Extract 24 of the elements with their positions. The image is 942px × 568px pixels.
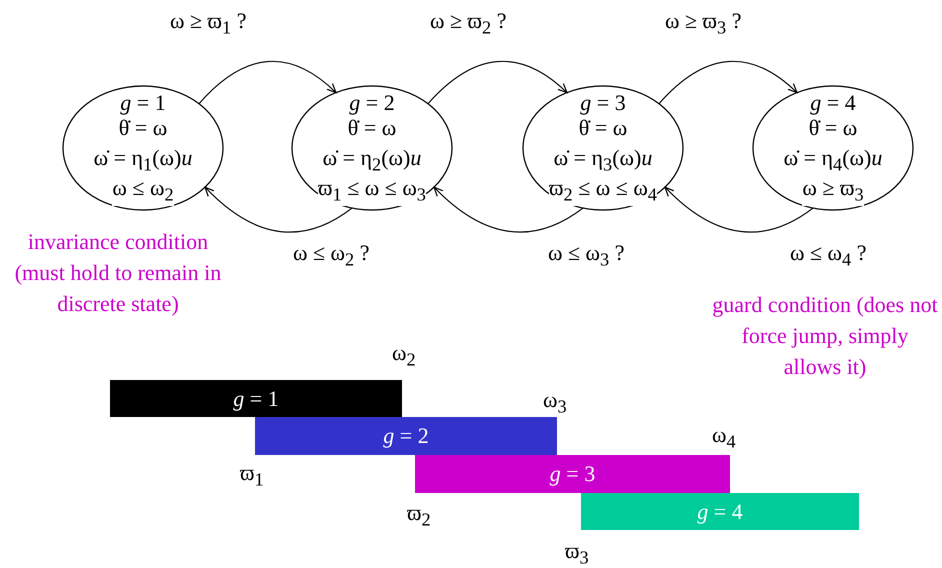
transition-arrow: [658, 61, 798, 104]
bar-label: g = 2: [383, 423, 429, 449]
threshold-label: ω$_{3}$: [543, 387, 567, 418]
transition-arrow: [664, 186, 814, 233]
state-ellipse: [62, 85, 224, 211]
transition-arrow: [428, 61, 568, 104]
threshold-label: ω$_{2}$: [392, 340, 416, 370]
bar-label: g = 4: [697, 498, 743, 524]
threshold-label: ω$_{4}$: [712, 422, 736, 452]
range-bar: [110, 380, 402, 417]
range-bar: [581, 493, 859, 530]
annotation-note: invariance condition (must hold to remain in discrete state): [14, 228, 222, 318]
bar-label: g = 3: [550, 461, 596, 487]
threshold-label: ϖ$_{3}$: [565, 538, 589, 568]
range-bar: [415, 455, 730, 493]
annotation-note: guard condition (does not force jump, simply allows it): [712, 291, 938, 381]
transition-arrow: [204, 186, 352, 233]
transition-arrow: [433, 186, 584, 233]
state-ellipse: [752, 85, 914, 211]
range-bar: [255, 417, 557, 455]
transition-arrow: [198, 61, 337, 104]
threshold-label: ϖ$_{1}$: [240, 460, 264, 490]
threshold-label: ϖ$_{2}$: [407, 500, 431, 530]
bar-label: g = 1: [233, 386, 279, 412]
